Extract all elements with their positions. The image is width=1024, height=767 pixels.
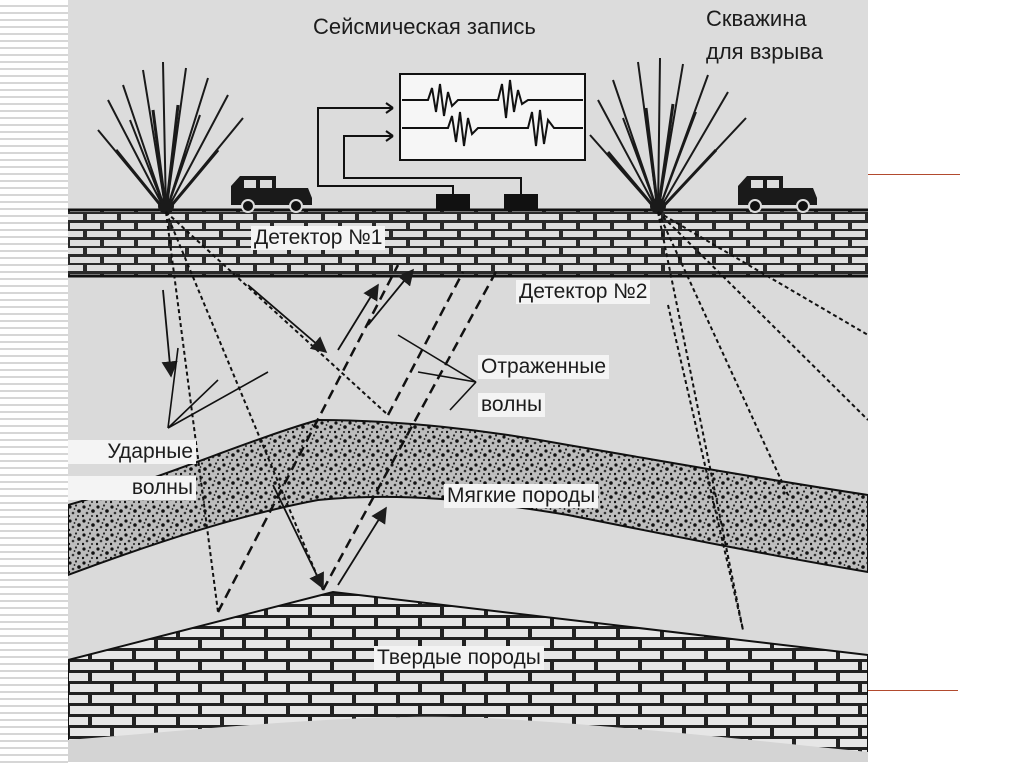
- detector-1-box: [436, 194, 470, 210]
- detector-1-label: Детектор №1: [251, 226, 386, 250]
- explosion-right: [589, 57, 747, 214]
- reflected-waves-label-line1: Отраженные: [478, 355, 610, 379]
- direction-arrows: [161, 268, 415, 590]
- reflected-wave-rays: [216, 264, 500, 613]
- explosion-left: [97, 61, 244, 214]
- seismic-survey-diagram: Сейсмическая запись Скважина для взрыва …: [68, 0, 868, 762]
- label-leader-lines: [167, 334, 477, 429]
- soft-rocks-label: Мягкие породы: [444, 484, 599, 508]
- hard-rocks-label: Твердые породы: [374, 646, 544, 670]
- seismic-record-label: Сейсмическая запись: [313, 14, 536, 39]
- accent-rule-bottom: [868, 690, 958, 691]
- detector-2-label: Детектор №2: [516, 280, 651, 304]
- slide-side-stripes: [0, 0, 68, 767]
- hard-rocks-layer: [68, 590, 868, 762]
- borehole-label-line1: Скважина: [706, 6, 807, 31]
- ground-surface-layer: [68, 210, 868, 276]
- truck-left: [231, 176, 312, 213]
- truck-right: [738, 176, 817, 213]
- shock-waves-label-line2: волны: [68, 476, 196, 500]
- accent-rule-top: [868, 174, 960, 175]
- detector-cables: [317, 102, 522, 194]
- reflected-waves-label-line2: волны: [478, 393, 546, 417]
- detector-2-box: [504, 194, 538, 210]
- shock-wave-rays: [165, 211, 868, 631]
- borehole-label-line2: для взрыва: [706, 39, 823, 64]
- seismic-record-box: [399, 73, 586, 161]
- shock-waves-label-line1: Ударные: [68, 440, 196, 464]
